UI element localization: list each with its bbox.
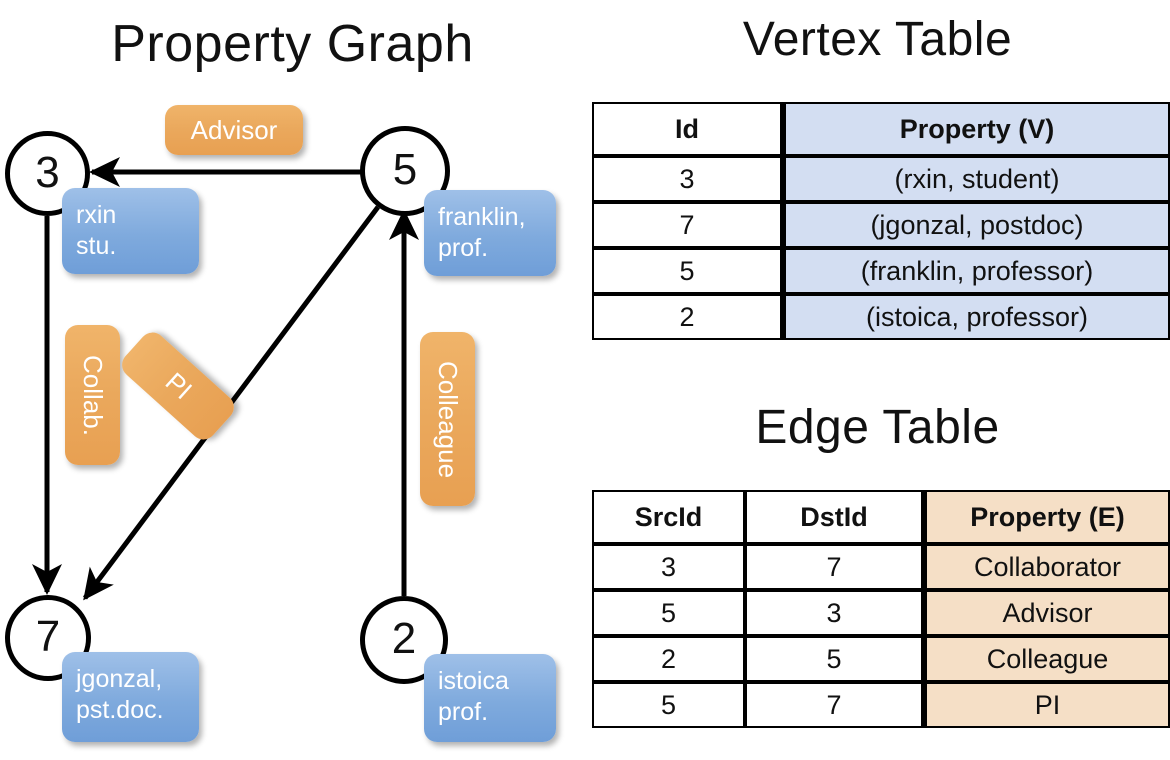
vertex-cell-id: 5 (592, 248, 782, 294)
vertex-property-2[interactable]: istoica prof. (424, 654, 556, 742)
edge-cell-dstid: 5 (745, 636, 923, 682)
graph-vertex-2-label: 2 (391, 614, 417, 663)
vertex-property-3[interactable]: rxin stu. (62, 188, 199, 274)
edge-table: SrcId DstId Property (E) 3 7 Collaborato… (592, 490, 1170, 728)
vertex-cell-id: 2 (592, 294, 782, 340)
edge-label-collaborator[interactable]: Collab. (65, 325, 120, 465)
edge-cell-property: PI (923, 682, 1170, 728)
vertex-table-header-property: Property (V) (782, 102, 1170, 156)
edge-cell-property: Advisor (923, 590, 1170, 636)
edge-table-header-property: Property (E) (923, 490, 1170, 544)
edge-table-header-srcid: SrcId (592, 490, 745, 544)
vertex-table: Id Property (V) 3 (rxin, student) 7 (jgo… (592, 102, 1170, 340)
graph-vertex-7-label: 7 (35, 612, 61, 661)
property-graph-title: Property Graph (111, 15, 474, 73)
vertex-cell-property: (rxin, student) (782, 156, 1170, 202)
table-row[interactable]: 3 (rxin, student) (592, 156, 1170, 202)
table-row[interactable]: 7 (jgonzal, postdoc) (592, 202, 1170, 248)
vertex-cell-id: 3 (592, 156, 782, 202)
table-row[interactable]: 2 5 Colleague (592, 636, 1170, 682)
edge-label-collaborator-text: Collab. (78, 354, 108, 436)
vertex-cell-property: (jgonzal, postdoc) (782, 202, 1170, 248)
edge-cell-property: Colleague (923, 636, 1170, 682)
vertex-cell-id: 7 (592, 202, 782, 248)
edge-cell-srcid: 5 (592, 590, 745, 636)
edge-table-title: Edge Table (755, 401, 1000, 454)
property-graph-diagram: Advisor Collab. PI Colleague 3 5 7 2 rxi… (5, 105, 556, 742)
graph-vertex-5-label: 5 (392, 145, 418, 194)
edge-label-pi-text: PI (159, 366, 198, 406)
edge-cell-srcid: 5 (592, 682, 745, 728)
table-row[interactable]: 5 3 Advisor (592, 590, 1170, 636)
edge-label-advisor-text: Advisor (190, 114, 278, 145)
vertex-table-header-row: Id Property (V) (592, 102, 1170, 156)
table-row[interactable]: 5 (franklin, professor) (592, 248, 1170, 294)
edge-cell-srcid: 3 (592, 544, 745, 590)
table-row[interactable]: 2 (istoica, professor) (592, 294, 1170, 340)
edge-cell-dstid: 7 (745, 544, 923, 590)
table-row[interactable]: 5 7 PI (592, 682, 1170, 728)
edge-label-advisor[interactable]: Advisor (165, 105, 303, 155)
graph-vertex-2[interactable]: 2 (360, 596, 448, 684)
vertex-property-7[interactable]: jgonzal, pst.doc. (62, 652, 199, 742)
edge-label-colleague[interactable]: Colleague (420, 332, 475, 506)
vertex-table-header-id: Id (592, 102, 782, 156)
edge-cell-dstid: 3 (745, 590, 923, 636)
edge-cell-property: Collaborator (923, 544, 1170, 590)
vertex-table-title: Vertex Table (742, 13, 1013, 66)
vertex-cell-property: (franklin, professor) (782, 248, 1170, 294)
edge-table-header-row: SrcId DstId Property (E) (592, 490, 1170, 544)
table-row[interactable]: 3 7 Collaborator (592, 544, 1170, 590)
edge-cell-srcid: 2 (592, 636, 745, 682)
vertex-property-5[interactable]: franklin, prof. (424, 190, 556, 276)
edge-label-colleague-text: Colleague (433, 360, 463, 478)
edge-table-header-dstid: DstId (745, 490, 923, 544)
vertex-cell-property: (istoica, professor) (782, 294, 1170, 340)
graph-vertex-3-label: 3 (35, 147, 60, 197)
edge-cell-dstid: 7 (745, 682, 923, 728)
